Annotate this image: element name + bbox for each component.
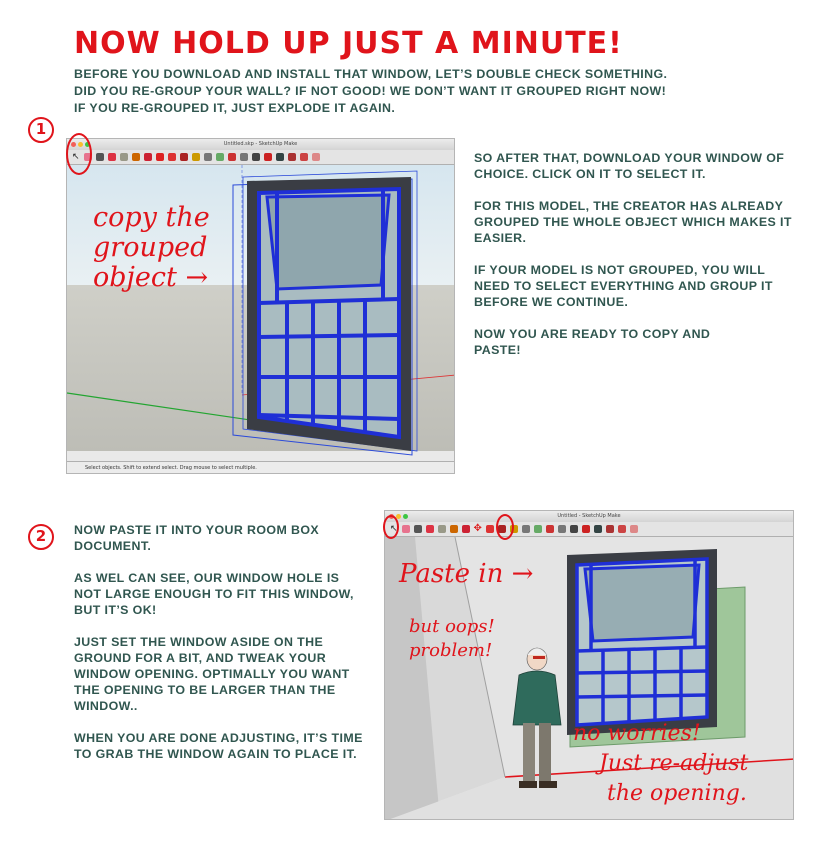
annotation-line-2: Just re-adjust bbox=[599, 751, 749, 776]
step2-paragraph: As wel can see, our window hole is not l… bbox=[74, 571, 354, 617]
sketchup-screenshot-2: Untitled - SketchUp Make ↖ ✥ bbox=[384, 510, 794, 820]
shape-icon[interactable] bbox=[119, 153, 128, 161]
annotation-line-1: copy the bbox=[93, 202, 210, 233]
zoom-extents-icon[interactable] bbox=[263, 153, 272, 161]
pan-icon[interactable] bbox=[557, 525, 566, 533]
window-title: Untitled - SketchUp Make bbox=[557, 513, 621, 519]
tape-icon[interactable] bbox=[509, 525, 518, 533]
step2-paragraph: Just set the window aside on the ground … bbox=[74, 635, 350, 713]
paint-icon[interactable] bbox=[533, 525, 542, 533]
intro-line-2: Did you re-group your wall? If not good!… bbox=[74, 84, 667, 98]
sketchup-toolbar: ↖ ✥ bbox=[385, 522, 793, 537]
annotation-paste-in: Paste in → bbox=[399, 559, 534, 589]
pencil-icon[interactable] bbox=[95, 153, 104, 161]
share-icon[interactable] bbox=[311, 153, 320, 161]
select-tool-highlight bbox=[66, 133, 92, 175]
annotation-line-2: grouped bbox=[93, 232, 208, 263]
step2-paragraph: When you are done adjusting, it’s time t… bbox=[74, 731, 363, 761]
move-icon[interactable] bbox=[155, 153, 164, 161]
shape-icon[interactable] bbox=[437, 525, 446, 533]
pushpull-icon[interactable] bbox=[449, 525, 458, 533]
room-scene-graphic bbox=[385, 536, 793, 819]
window-title: Untitled.skp - SketchUp Make bbox=[223, 141, 298, 147]
annotation-line-1: no worries! bbox=[573, 721, 701, 746]
share-icon[interactable] bbox=[629, 525, 638, 533]
intro-line-1: Before you download and install that win… bbox=[74, 67, 668, 81]
move-icon[interactable]: ✥ bbox=[473, 523, 482, 534]
warehouse-icon[interactable] bbox=[593, 525, 602, 533]
zoom-extents-icon[interactable] bbox=[581, 525, 590, 533]
handwritten-annotation-copy: copy the grouped object → bbox=[93, 203, 210, 293]
annotation-line-1: but oops! bbox=[409, 616, 495, 637]
orbit-icon[interactable] bbox=[227, 153, 236, 161]
components-icon[interactable] bbox=[287, 153, 296, 161]
model-viewport[interactable]: Paste in → but oops! problem! no worries… bbox=[385, 536, 793, 819]
rotate-icon[interactable] bbox=[167, 153, 176, 161]
pencil-icon[interactable] bbox=[413, 525, 422, 533]
warehouse-icon[interactable] bbox=[275, 153, 284, 161]
status-bar: Select objects. Shift to extend select. … bbox=[67, 461, 454, 473]
select-tool-highlight bbox=[383, 515, 399, 539]
follow-me-icon[interactable] bbox=[461, 525, 470, 533]
annotation-line-3: the opening. bbox=[607, 781, 747, 806]
annotation-no-worries: no worries! Just re-adjust the opening. bbox=[573, 719, 748, 809]
intro-text: Before you download and install that win… bbox=[74, 66, 814, 117]
step1-paragraph: Now you are ready to copy and paste! bbox=[474, 327, 711, 357]
arc-icon[interactable] bbox=[425, 525, 434, 533]
step-number-2: 2 bbox=[28, 524, 54, 550]
annotation-line-2: problem! bbox=[409, 640, 493, 661]
zoom-icon[interactable] bbox=[569, 525, 578, 533]
tape-icon[interactable] bbox=[191, 153, 200, 161]
zoom-icon[interactable] bbox=[251, 153, 260, 161]
step1-paragraph: If your model is not grouped, you will n… bbox=[474, 263, 773, 309]
intro-line-3: If you re-grouped it, just explode it ag… bbox=[74, 101, 396, 115]
arc-icon[interactable] bbox=[107, 153, 116, 161]
move-tool-highlight bbox=[496, 514, 514, 540]
step-number-1: 1 bbox=[28, 117, 54, 143]
window-titlebar: Untitled - SketchUp Make bbox=[385, 511, 793, 522]
pushpull-icon[interactable] bbox=[131, 153, 140, 161]
text-icon[interactable] bbox=[521, 525, 530, 533]
status-text: Select objects. Shift to extend select. … bbox=[85, 465, 257, 471]
follow-me-icon[interactable] bbox=[143, 153, 152, 161]
components-icon[interactable] bbox=[605, 525, 614, 533]
pan-icon[interactable] bbox=[239, 153, 248, 161]
text-icon[interactable] bbox=[203, 153, 212, 161]
window-model-graphic bbox=[67, 165, 454, 456]
paint-icon[interactable] bbox=[215, 153, 224, 161]
rotate-icon[interactable] bbox=[485, 525, 494, 533]
step1-instructions: So after that, download your window of c… bbox=[474, 150, 799, 374]
step1-paragraph: For this model, the creator has already … bbox=[474, 199, 792, 245]
extension-icon[interactable] bbox=[299, 153, 308, 161]
step2-paragraph: Now paste it into your room box document… bbox=[74, 523, 320, 553]
annotation-oops: but oops! problem! bbox=[409, 615, 495, 663]
sketchup-screenshot-1: Untitled.skp - SketchUp Make ↖ bbox=[66, 138, 455, 474]
eraser-icon[interactable] bbox=[401, 525, 410, 533]
model-viewport[interactable] bbox=[67, 165, 454, 473]
step1-paragraph: So after that, download your window of c… bbox=[474, 151, 785, 181]
orbit-icon[interactable] bbox=[545, 525, 554, 533]
person-figure-icon bbox=[512, 647, 562, 788]
scale-icon[interactable] bbox=[179, 153, 188, 161]
window-titlebar: Untitled.skp - SketchUp Make bbox=[67, 139, 454, 150]
page-title: Now hold up just a minute! bbox=[74, 26, 623, 61]
annotation-line-3: object → bbox=[93, 262, 209, 293]
sketchup-toolbar: ↖ bbox=[67, 150, 454, 165]
step2-instructions: Now paste it into your room box document… bbox=[74, 522, 364, 778]
extension-icon[interactable] bbox=[617, 525, 626, 533]
